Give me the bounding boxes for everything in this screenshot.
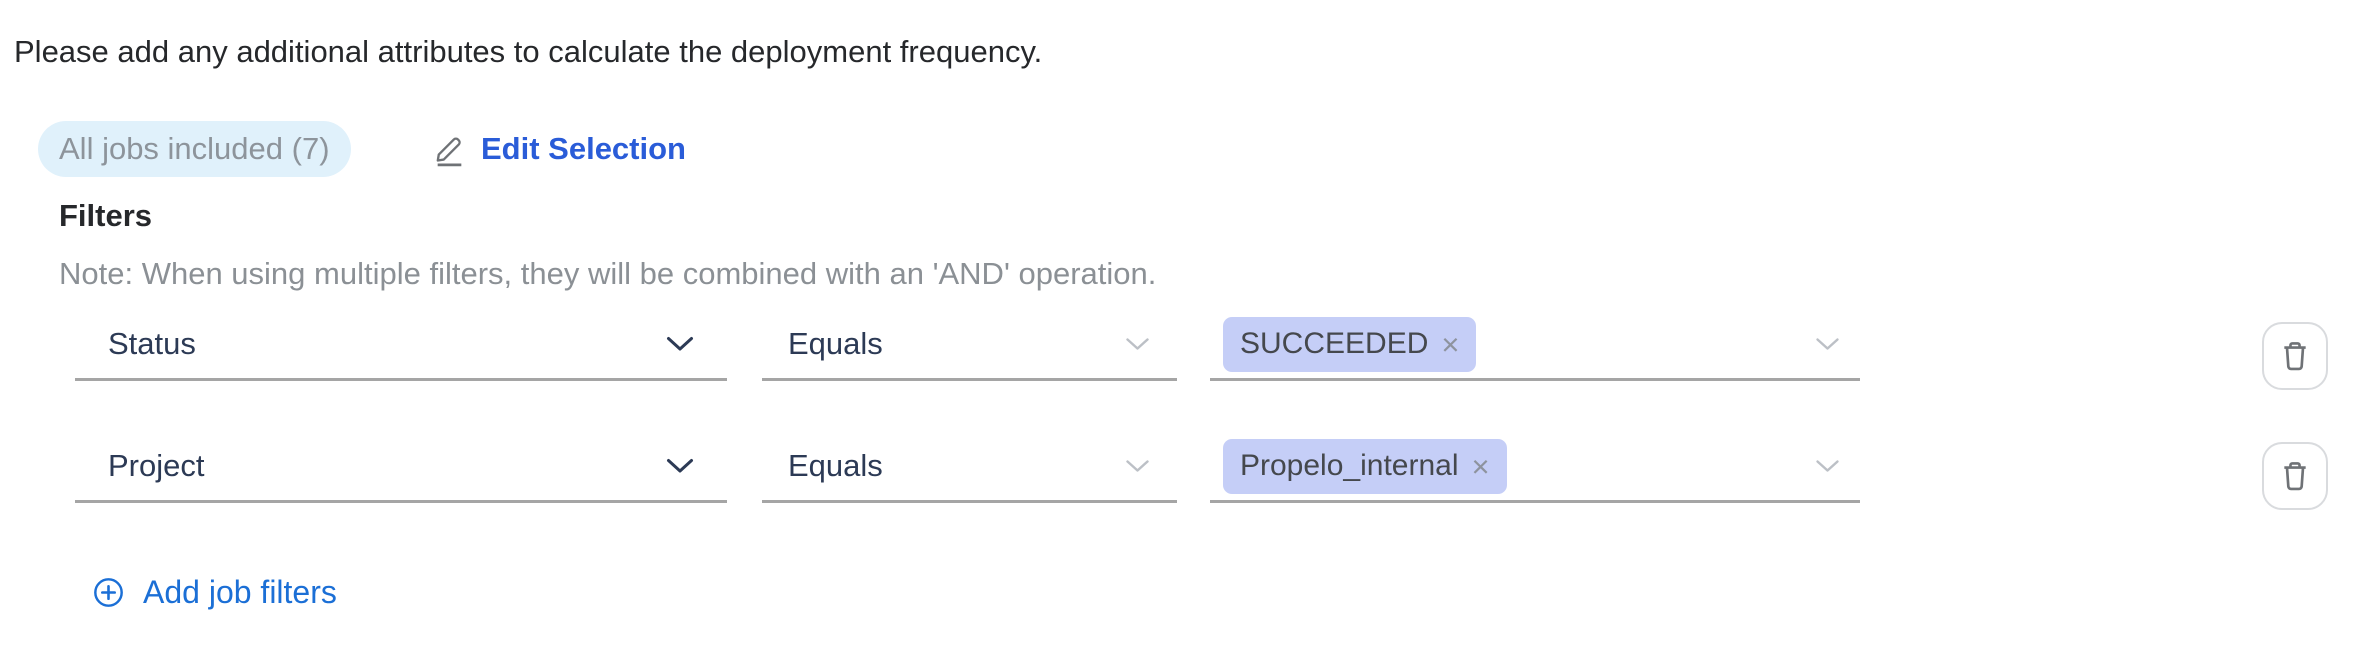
- attribute-select[interactable]: Project: [75, 432, 727, 503]
- plus-circle-icon: [93, 577, 124, 608]
- remove-value-icon[interactable]: ×: [1471, 448, 1490, 484]
- value-chip-label: Propelo_internal: [1240, 449, 1459, 482]
- trash-icon: [2280, 340, 2310, 372]
- value-chip: Propelo_internal ×: [1223, 438, 1507, 494]
- attribute-select-value: Project: [108, 448, 205, 483]
- trash-icon: [2280, 460, 2310, 492]
- chevron-down-icon: [1125, 459, 1150, 473]
- chevron-down-icon: [1815, 459, 1840, 473]
- pencil-icon: [433, 132, 466, 167]
- filters-note: Note: When using multiple filters, they …: [59, 256, 1157, 291]
- filter-row: Status Equals SUCCEEDED ×: [0, 310, 2376, 390]
- value-select[interactable]: SUCCEEDED ×: [1210, 310, 1860, 381]
- add-job-filters-label: Add job filters: [143, 573, 337, 610]
- filter-row: Project Equals Propelo_internal ×: [0, 432, 2376, 510]
- operator-select[interactable]: Equals: [762, 310, 1177, 381]
- value-chip: SUCCEEDED ×: [1223, 316, 1477, 372]
- chevron-down-icon: [666, 336, 694, 352]
- edit-selection-label: Edit Selection: [481, 131, 686, 166]
- filters-heading: Filters: [59, 198, 153, 233]
- remove-value-icon[interactable]: ×: [1441, 326, 1460, 362]
- operator-select[interactable]: Equals: [762, 432, 1177, 503]
- attribute-select-value: Status: [108, 326, 196, 361]
- operator-select-value: Equals: [788, 326, 883, 361]
- operator-select-value: Equals: [788, 448, 883, 483]
- value-chip-label: SUCCEEDED: [1240, 327, 1429, 360]
- add-job-filters-link[interactable]: Add job filters: [93, 564, 337, 620]
- delete-filter-button[interactable]: [2262, 442, 2328, 510]
- value-select[interactable]: Propelo_internal ×: [1210, 432, 1860, 503]
- delete-filter-button[interactable]: [2262, 322, 2328, 390]
- attribute-select[interactable]: Status: [75, 310, 727, 381]
- chevron-down-icon: [666, 458, 694, 474]
- chevron-down-icon: [1815, 337, 1840, 351]
- edit-selection-link[interactable]: Edit Selection: [433, 121, 686, 177]
- instruction-text: Please add any additional attributes to …: [14, 34, 1043, 69]
- jobs-included-badge: All jobs included (7): [38, 121, 351, 177]
- chevron-down-icon: [1125, 337, 1150, 351]
